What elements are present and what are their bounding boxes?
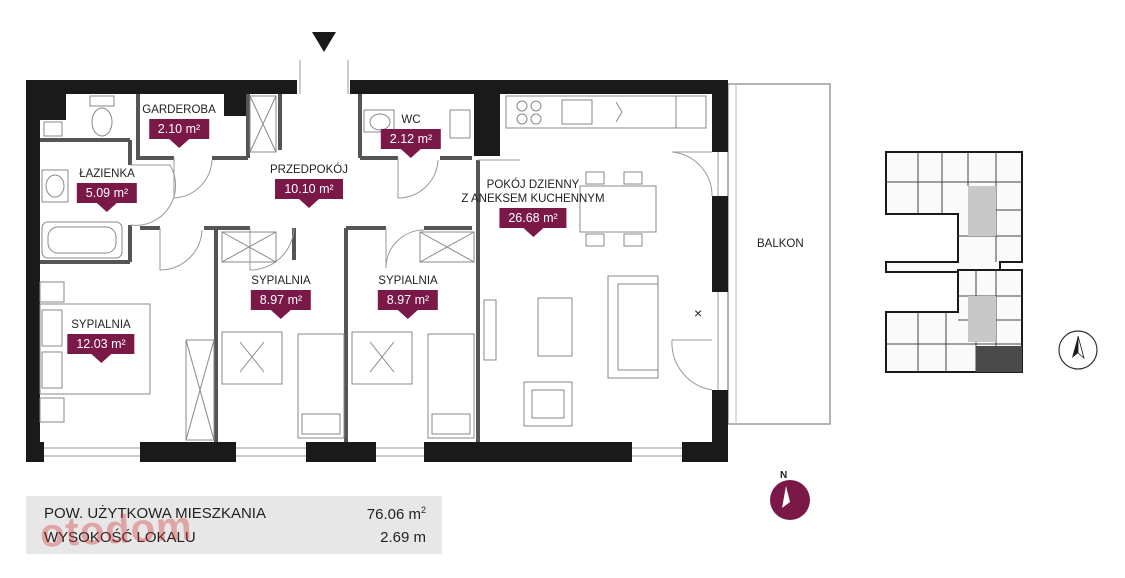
room-label-sypialnia-2: SYPIALNIA 8.97 m² bbox=[250, 274, 312, 319]
room-label-sypialnia-1: SYPIALNIA 12.03 m² bbox=[67, 318, 135, 363]
room-label-lazienka: ŁAZIENKA 5.09 m² bbox=[76, 167, 138, 212]
highlighted-unit bbox=[976, 346, 1022, 372]
height-label: WYSOKOŚĆ LOKALU bbox=[44, 529, 196, 546]
height-row: WYSOKOŚĆ LOKALU 2.69 m bbox=[44, 529, 426, 551]
area-badge: 2.10 m² bbox=[148, 119, 210, 148]
apartment-info-panel: POW. UŻYTKOWA MIESZKANIA 76.06 m2 WYSOKO… bbox=[26, 496, 442, 554]
room-label-przedpokoj: PRZEDPOKÓJ 10.10 m² bbox=[270, 163, 348, 208]
interior-walls bbox=[40, 94, 480, 442]
x-mark: × bbox=[694, 305, 703, 321]
area-badge: 2.12 m² bbox=[380, 129, 442, 158]
room-label-sypialnia-3: SYPIALNIA 8.97 m² bbox=[377, 274, 439, 319]
area-badge: 26.68 m² bbox=[499, 208, 567, 237]
living-kitchen-furniture bbox=[483, 95, 707, 427]
balcony-label: BALKON bbox=[757, 238, 804, 250]
usable-area-row: POW. UŻYTKOWA MIESZKANIA 76.06 m2 bbox=[44, 505, 426, 527]
compass-north-label: N bbox=[780, 470, 787, 481]
balcony-outline bbox=[727, 83, 831, 425]
bathroom-fixtures bbox=[41, 95, 471, 259]
area-badge: 10.10 m² bbox=[275, 179, 343, 208]
closets bbox=[185, 95, 475, 441]
building-key-plan bbox=[885, 151, 1023, 373]
usable-area-label: POW. UŻYTKOWA MIESZKANIA bbox=[44, 505, 266, 522]
area-badge: 5.09 m² bbox=[76, 183, 138, 212]
room-label-pokoj-dzienny: POKÓJ DZIENNY Z ANEKSEM KUCHENNYM 26.68 … bbox=[461, 178, 605, 237]
compass-small-icon bbox=[1058, 330, 1098, 370]
door-swings bbox=[129, 60, 713, 391]
compass-main-icon bbox=[770, 480, 810, 520]
area-badge: 8.97 m² bbox=[250, 290, 312, 319]
area-badge: 12.03 m² bbox=[67, 334, 135, 363]
room-label-garderoba: GARDEROBA 2.10 m² bbox=[142, 103, 216, 148]
usable-area-value: 76.06 m2 bbox=[366, 505, 426, 523]
bedroom-furniture bbox=[39, 281, 475, 439]
entrance-arrow-icon bbox=[312, 32, 336, 52]
area-badge: 8.97 m² bbox=[377, 290, 439, 319]
room-label-wc: WC 2.12 m² bbox=[380, 113, 442, 158]
height-value: 2.69 m bbox=[380, 529, 426, 546]
outer-walls bbox=[26, 80, 728, 462]
